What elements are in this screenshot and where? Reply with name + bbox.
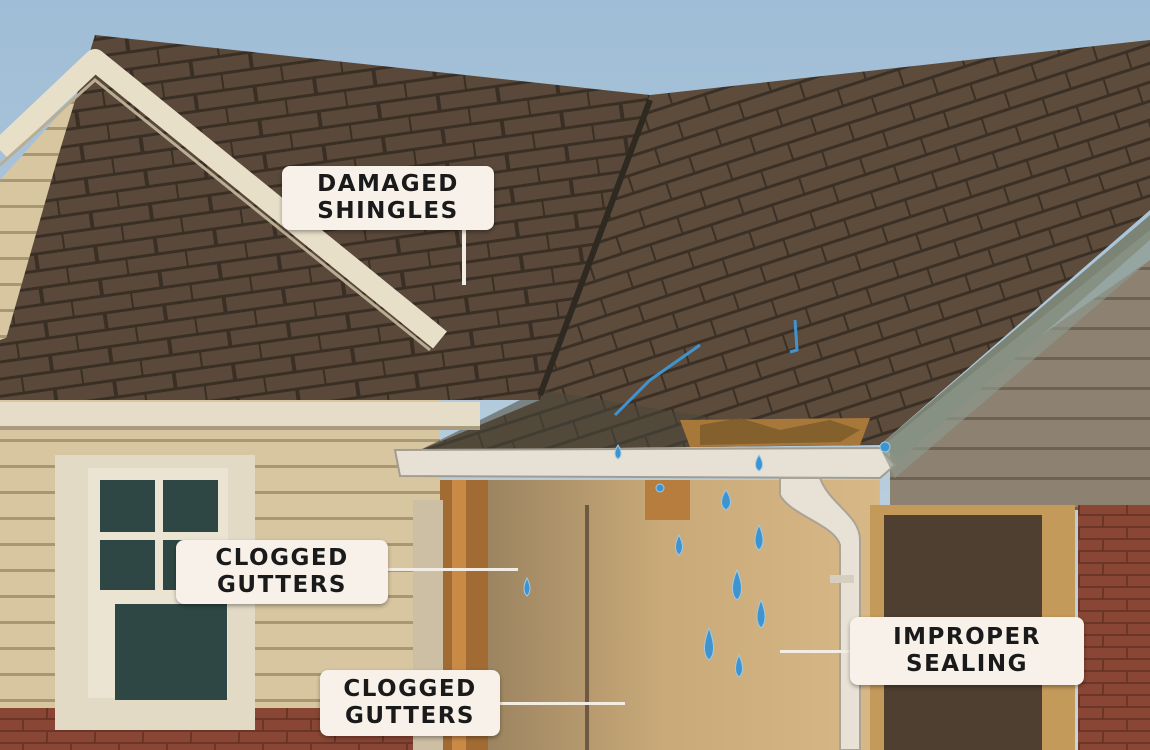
right-wall-siding <box>890 260 1150 510</box>
leader-line-improper-sealing <box>780 650 850 653</box>
label-line: IMPROPER <box>893 624 1041 650</box>
label-clogged-gutters-2: CLOGGED GUTTERS <box>320 670 500 736</box>
interior-cutaway <box>440 480 880 750</box>
lower-left-roof <box>0 290 450 400</box>
leader-line-clogged-gutters-2 <box>500 702 625 705</box>
window-pane <box>100 480 155 532</box>
gutter <box>393 446 897 480</box>
eave-trim <box>0 402 480 428</box>
label-line: GUTTERS <box>345 703 475 729</box>
label-clogged-gutters-1: CLOGGED GUTTERS <box>176 540 388 604</box>
leader-line-clogged-gutters-1 <box>388 568 518 571</box>
leader-line-damaged-shingles <box>462 230 466 285</box>
gable-trim <box>0 49 447 349</box>
label-improper-sealing: IMPROPER SEALING <box>850 617 1084 685</box>
label-line: CLOGGED <box>215 545 349 571</box>
label-line: SHINGLES <box>317 198 459 224</box>
label-line: GUTTERS <box>217 572 347 598</box>
label-line: SEALING <box>906 651 1028 677</box>
label-line: DAMAGED <box>317 171 459 197</box>
label-line: CLOGGED <box>343 676 477 702</box>
right-roof <box>420 40 1150 450</box>
water-drops <box>523 441 891 678</box>
downspout <box>779 477 861 750</box>
brick-wall-right <box>1078 505 1150 750</box>
label-damaged-shingles: DAMAGED SHINGLES <box>282 166 494 230</box>
water-streak <box>613 343 701 417</box>
